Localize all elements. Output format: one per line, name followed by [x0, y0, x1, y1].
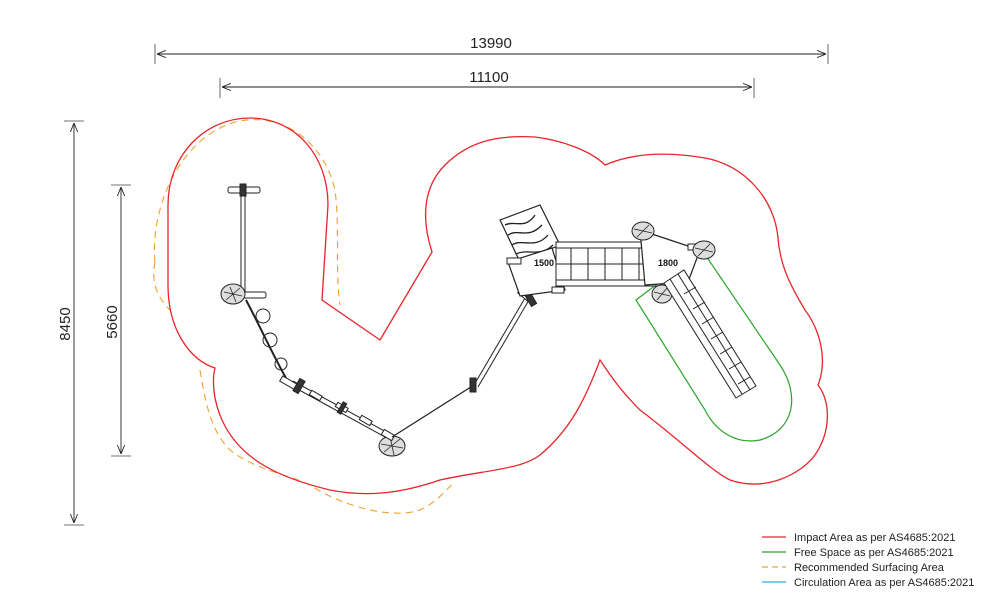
- legend-item-free-space: Free Space as per AS4685:2021: [762, 547, 954, 559]
- right-platform-height: 1800: [658, 258, 678, 268]
- diagonal-rope: [391, 287, 538, 438]
- rope-traverse: [245, 299, 291, 386]
- overall-width-label: 13990: [470, 35, 512, 52]
- dimension-overall-height: 8450: [57, 120, 84, 526]
- equipment-width-label: 11100: [469, 69, 509, 86]
- dimension-overall-width: 13990: [154, 35, 829, 64]
- legend-item-impact-area: Impact Area as per AS4685:2021: [762, 532, 955, 544]
- equipment-height-label: 5660: [104, 305, 121, 338]
- left-platform-height: 1500: [534, 258, 554, 268]
- vertical-beam-post: [227, 183, 267, 299]
- climbing-shell-left: [220, 283, 246, 305]
- slide: [663, 269, 757, 399]
- overall-height-label: 8450: [57, 307, 74, 340]
- dimension-equipment-height: 5660: [104, 184, 131, 457]
- dimension-equipment-width: 11100: [219, 69, 755, 98]
- svg-text:Free Space as per AS4685:2021: Free Space as per AS4685:2021: [794, 547, 954, 559]
- svg-text:Impact Area as per AS4685:2021: Impact Area as per AS4685:2021: [794, 532, 955, 544]
- climbing-shell-right: [692, 240, 716, 260]
- recommended-surfacing-area-outline: [153, 119, 456, 514]
- left-platform: 1500: [506, 247, 566, 297]
- legend-item-recommended-surfacing: Recommended Surfacing Area: [762, 562, 945, 574]
- climbing-shell-top: [631, 221, 655, 241]
- legend-item-circulation-area: Circulation Area as per AS4685:2021: [762, 577, 974, 589]
- climbing-shell-bottom: [378, 428, 406, 457]
- legend: Impact Area as per AS4685:2021 Free Spac…: [762, 532, 974, 589]
- impact-area-outline: [167, 117, 828, 495]
- svg-text:Recommended Surfacing Area: Recommended Surfacing Area: [794, 562, 945, 574]
- svg-text:Circulation Area as per AS4685: Circulation Area as per AS4685:2021: [794, 577, 974, 589]
- free-space-outline: [635, 249, 793, 442]
- balance-beam: [279, 375, 389, 438]
- bridge-deck: [555, 241, 657, 287]
